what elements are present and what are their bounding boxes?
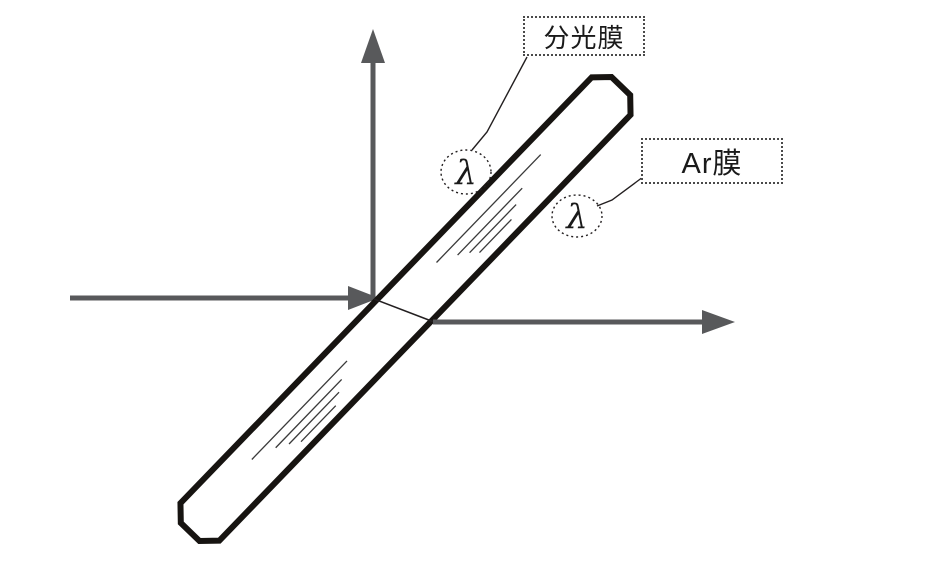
incident-ray-arrowhead-icon [348,286,379,310]
ar-film-label-box: Ar膜 [641,138,783,184]
ar-film-leader-line [596,176,644,207]
beam-splitter-film-label-box: 分光膜 [523,16,645,56]
reflected-ray-arrowhead-icon [361,29,385,63]
transmitted-ray-arrowhead-icon [702,310,735,334]
refracted-internal-ray [373,298,435,323]
incident-ray [70,286,379,310]
glass-shine-lines-upper [436,154,542,263]
glass-plate-outline [177,73,634,545]
reflected-ray [361,29,385,301]
glass-plate [177,73,634,545]
beam-splitter-lambda-circle [440,149,492,195]
beam-splitter-lambda-marker: λ [440,149,492,195]
glass-shine-lines-lower [251,360,348,460]
ar-film-label: Ar膜 [681,148,743,180]
transmitted-ray [433,310,735,334]
ar-lambda-marker: λ [551,194,603,238]
beam-splitter-film-label: 分光膜 [543,22,625,53]
ar-lambda-circle [551,194,603,238]
ar-lambda-symbol: λ [564,197,588,237]
beam-splitter-lambda-symbol: λ [453,153,477,193]
beam-splitter-leader-line [471,56,528,151]
